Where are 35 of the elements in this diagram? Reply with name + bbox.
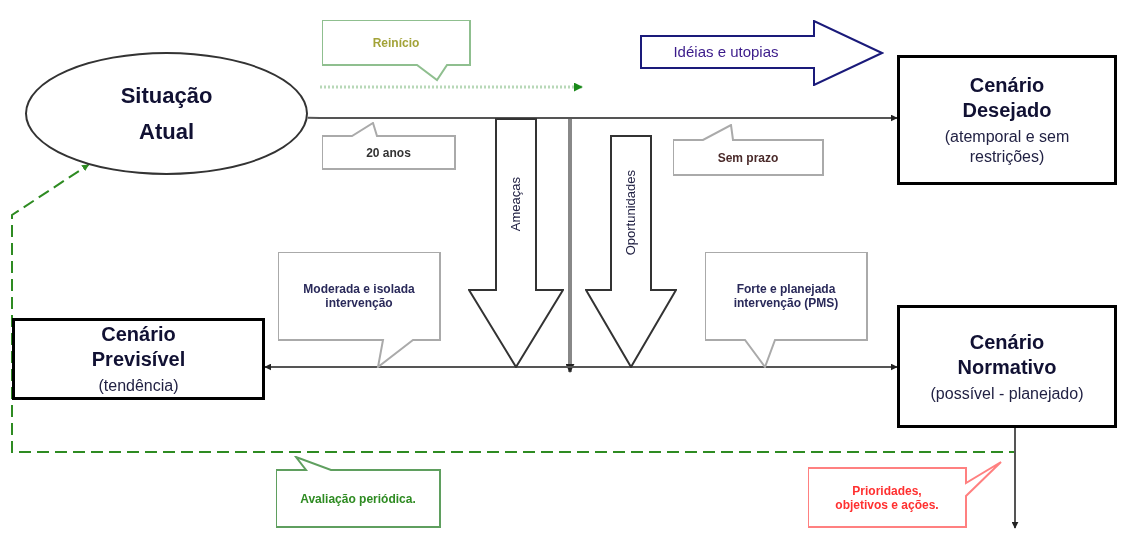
box-title: Cenário Normativo	[956, 329, 1058, 380]
scenario-box	[12, 318, 265, 400]
arrow-text: Ameaças	[507, 176, 525, 232]
box-title: Cenário Previsível	[90, 322, 187, 372]
callout-text: Forte e planejada intervenção (PMS)	[732, 282, 840, 310]
callout-box	[276, 456, 442, 528]
callout-text: Sem prazo	[717, 150, 779, 165]
box-title: Cenário Desejado	[961, 73, 1053, 123]
callout-text: Moderada e isolada intervenção	[302, 282, 416, 310]
connector-arrow	[11, 163, 1016, 453]
box-subtitle: (atemporal e sem restrições)	[943, 127, 1071, 167]
pointed-banner	[468, 118, 564, 368]
callout-box	[322, 20, 472, 82]
callout-box	[808, 460, 1003, 528]
arrow-text: Idéias e utopias	[673, 41, 779, 62]
callout-box	[705, 252, 869, 368]
box-subtitle: (tendência)	[98, 376, 179, 396]
connector-arrow	[1011, 427, 1019, 529]
box-subtitle: (possível - planejado)	[930, 383, 1084, 404]
connector-arrow	[569, 363, 898, 371]
arrow-text: Oportunidades	[622, 169, 640, 256]
connector-arrow	[306, 114, 898, 122]
scenario-box	[897, 55, 1117, 185]
callout-text: 20 anos	[366, 145, 411, 160]
callout-text: Reinício	[372, 35, 420, 50]
pointed-banner	[640, 20, 884, 86]
pointed-banner	[585, 135, 677, 368]
callout-text: Prioridades, objetivos e ações.	[834, 483, 940, 512]
callout-box	[322, 122, 457, 170]
connector-arrow	[264, 363, 571, 371]
callout-box	[278, 252, 442, 368]
scenario-box	[897, 305, 1117, 428]
callout-box	[673, 124, 825, 176]
node-title: Situação Atual	[119, 81, 214, 146]
callout-text: Avaliação periódica.	[300, 491, 416, 506]
